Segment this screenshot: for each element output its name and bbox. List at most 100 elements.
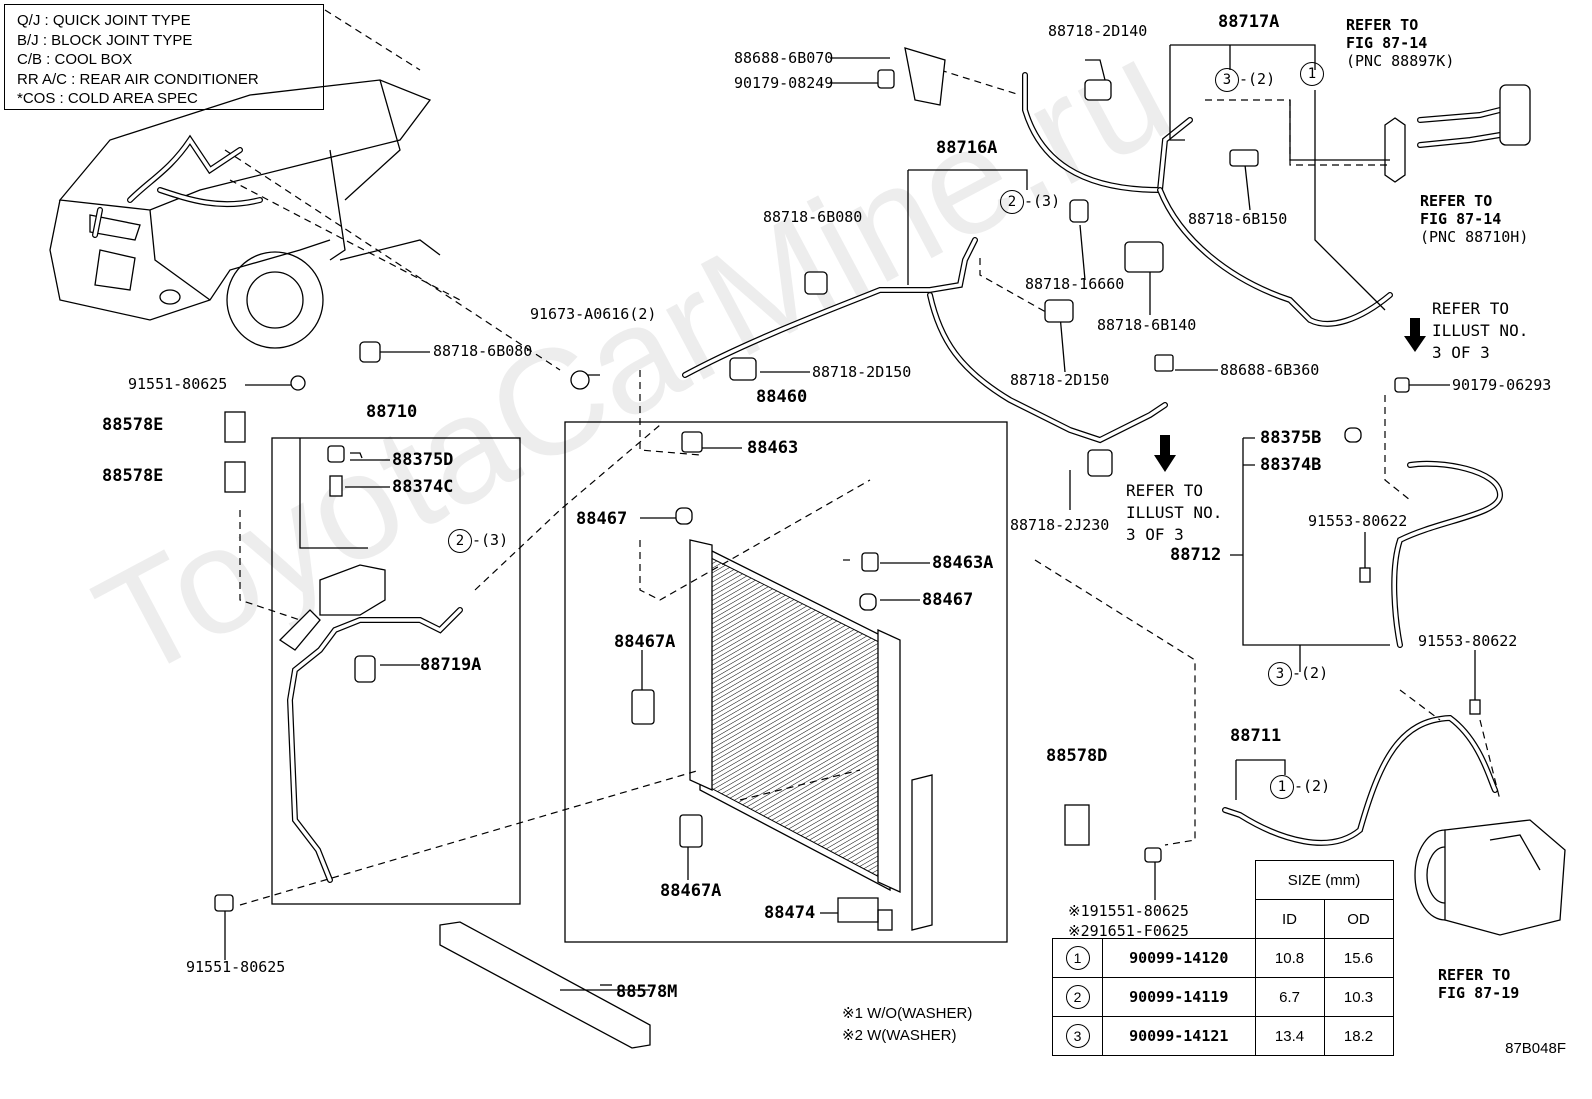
part-label: 88375B: [1260, 428, 1322, 448]
part-qty: -(3): [472, 531, 509, 549]
refer-line: REFER TO: [1432, 299, 1510, 318]
refer-line: REFER TO: [1438, 966, 1511, 984]
part-label: 88718-2D140: [1048, 22, 1148, 40]
part-label: 90179-06293: [1452, 376, 1552, 394]
part-label: 88716A: [936, 138, 998, 158]
part-label: 88718-2D150: [812, 363, 912, 381]
bracket-88578m-icon: [439, 921, 651, 1049]
part-label: 88710: [366, 402, 418, 422]
size-circle: 2: [448, 529, 472, 553]
table-row: 3 90099-14121 13.4 18.2: [1052, 1016, 1394, 1056]
part-label: 88711: [1230, 726, 1282, 746]
part-label: 3-(2): [1268, 662, 1328, 686]
condenser-icon: [689, 539, 933, 931]
refer-illust-3-of-3-middle: REFER TO ILLUST NO. 3 OF 3: [1126, 480, 1222, 546]
part-label: 88578E: [102, 466, 164, 486]
part-label: 88375D: [392, 450, 454, 470]
inner-diameter: 6.7: [1254, 977, 1325, 1017]
refer-line: (PNC 88710H): [1420, 228, 1529, 246]
part-label: 88718-6B080: [763, 208, 863, 226]
size-col-id: ID: [1254, 899, 1325, 939]
legend-line: RR A/C : REAR AIR CONDITIONER: [17, 70, 259, 88]
part-label: 88578M: [616, 982, 678, 1002]
part-label: 88463: [747, 438, 799, 458]
part-label: 88374B: [1260, 455, 1322, 475]
part-label: 88460: [756, 387, 808, 407]
outer-diameter: 15.6: [1323, 938, 1394, 978]
part-label: 88467A: [660, 881, 722, 901]
vehicle-icon: [49, 9, 561, 371]
size-circle: 1: [1300, 62, 1324, 86]
receiver-icon: [877, 909, 893, 931]
part-label: 91551-80625: [128, 375, 228, 393]
table-row: 1 90099-14120 10.8 15.6: [1052, 938, 1394, 978]
size-circle: 3: [1065, 1024, 1090, 1048]
part-label: 91553-80622: [1308, 512, 1408, 530]
box-88710: [271, 437, 521, 905]
refer-line: FIG 87-14: [1346, 34, 1428, 52]
o-ring-part-number: 90099-14120: [1102, 938, 1256, 978]
part-label: 88688-6B360: [1220, 361, 1320, 379]
part-label: 88712: [1170, 545, 1222, 565]
refer-illust-3-of-3-right: REFER TO ILLUST NO. 3 OF 3: [1432, 298, 1528, 364]
part-label: 88717A: [1218, 12, 1280, 32]
abbreviation-legend: Q/J : QUICK JOINT TYPE B/J : BLOCK JOINT…: [4, 4, 324, 110]
refer-fig-87-14-88710h: REFER TO FIG 87-14 (PNC 88710H): [1420, 192, 1528, 246]
part-label: 88474: [764, 903, 816, 923]
size-col-od: OD: [1323, 899, 1394, 939]
part-label: 88467: [922, 590, 974, 610]
part-label: 1: [1300, 62, 1324, 86]
block-joint-icon: [319, 564, 386, 616]
o-ring-size-table: SIZE (mm) ID OD 1 90099-14120 10.8 15.6 …: [1052, 860, 1394, 1056]
refer-line: ILLUST NO.: [1126, 503, 1223, 522]
size-circle: 3: [1215, 68, 1239, 92]
legend-line: B/J : BLOCK JOINT TYPE: [17, 31, 193, 49]
part-qty: -(2): [1292, 664, 1329, 682]
refer-fig-87-19: REFER TO FIG 87-19: [1438, 966, 1519, 1002]
size-circle: 2: [1065, 985, 1090, 1009]
part-label: 2-(3): [448, 529, 508, 553]
part-label: 2-(3): [1000, 190, 1060, 214]
part-label: 91553-80622: [1418, 632, 1518, 650]
refer-line: REFER TO: [1420, 192, 1493, 210]
part-label: 88718-6B140: [1097, 316, 1197, 334]
part-qty: -(3): [1024, 192, 1061, 210]
part-label: 88578E: [102, 415, 164, 435]
part-label: 88463A: [932, 553, 994, 573]
part-label: 88718-2J230: [1010, 516, 1110, 534]
refer-line: REFER TO: [1346, 16, 1419, 34]
part-label: 88467A: [614, 632, 676, 652]
part-label: 1-(2): [1270, 775, 1330, 799]
legend-line: Q/J : QUICK JOINT TYPE: [17, 12, 191, 29]
part-label: 91551-80625: [186, 958, 286, 976]
part-label: 91673-A0616(2): [530, 305, 657, 323]
part-qty: -(2): [1294, 777, 1331, 795]
figure-code: 87B048F: [1505, 1040, 1566, 1057]
note-line: ※2 W(WASHER): [842, 1027, 957, 1044]
table-row: 2 90099-14119 6.7 10.3: [1052, 977, 1394, 1017]
part-label: 88467: [576, 509, 628, 529]
refer-line: (PNC 88897K): [1346, 52, 1455, 70]
size-circle: 1: [1065, 946, 1090, 970]
refer-fig-87-14-88897k: REFER TO FIG 87-14 (PNC 88897K): [1346, 16, 1454, 70]
compressor-icon: [1414, 819, 1566, 936]
size-header: SIZE (mm): [1254, 860, 1394, 900]
part-label: 88374C: [392, 477, 454, 497]
refer-line: FIG 87-19: [1438, 984, 1520, 1002]
note-line: ※1 W/O(WASHER): [842, 1005, 973, 1022]
inner-diameter: 13.4: [1254, 1016, 1325, 1056]
part-label: 88718-2D150: [1010, 371, 1110, 389]
refer-line: 3 OF 3: [1432, 343, 1490, 362]
box-88460: [564, 421, 1008, 943]
o-ring-part-number: 90099-14119: [1102, 977, 1256, 1017]
legend-line: *COS : COLD AREA SPEC: [17, 90, 198, 107]
part-qty: -(2): [1239, 70, 1276, 88]
refer-line: REFER TO: [1126, 481, 1204, 500]
o-ring-part-number: 90099-14121: [1102, 1016, 1256, 1056]
part-label: 88688-6B070: [734, 49, 834, 67]
size-circle: 1: [1270, 775, 1294, 799]
legend-line: C/B : COOL BOX: [17, 51, 133, 68]
outer-diameter: 18.2: [1323, 1016, 1394, 1056]
